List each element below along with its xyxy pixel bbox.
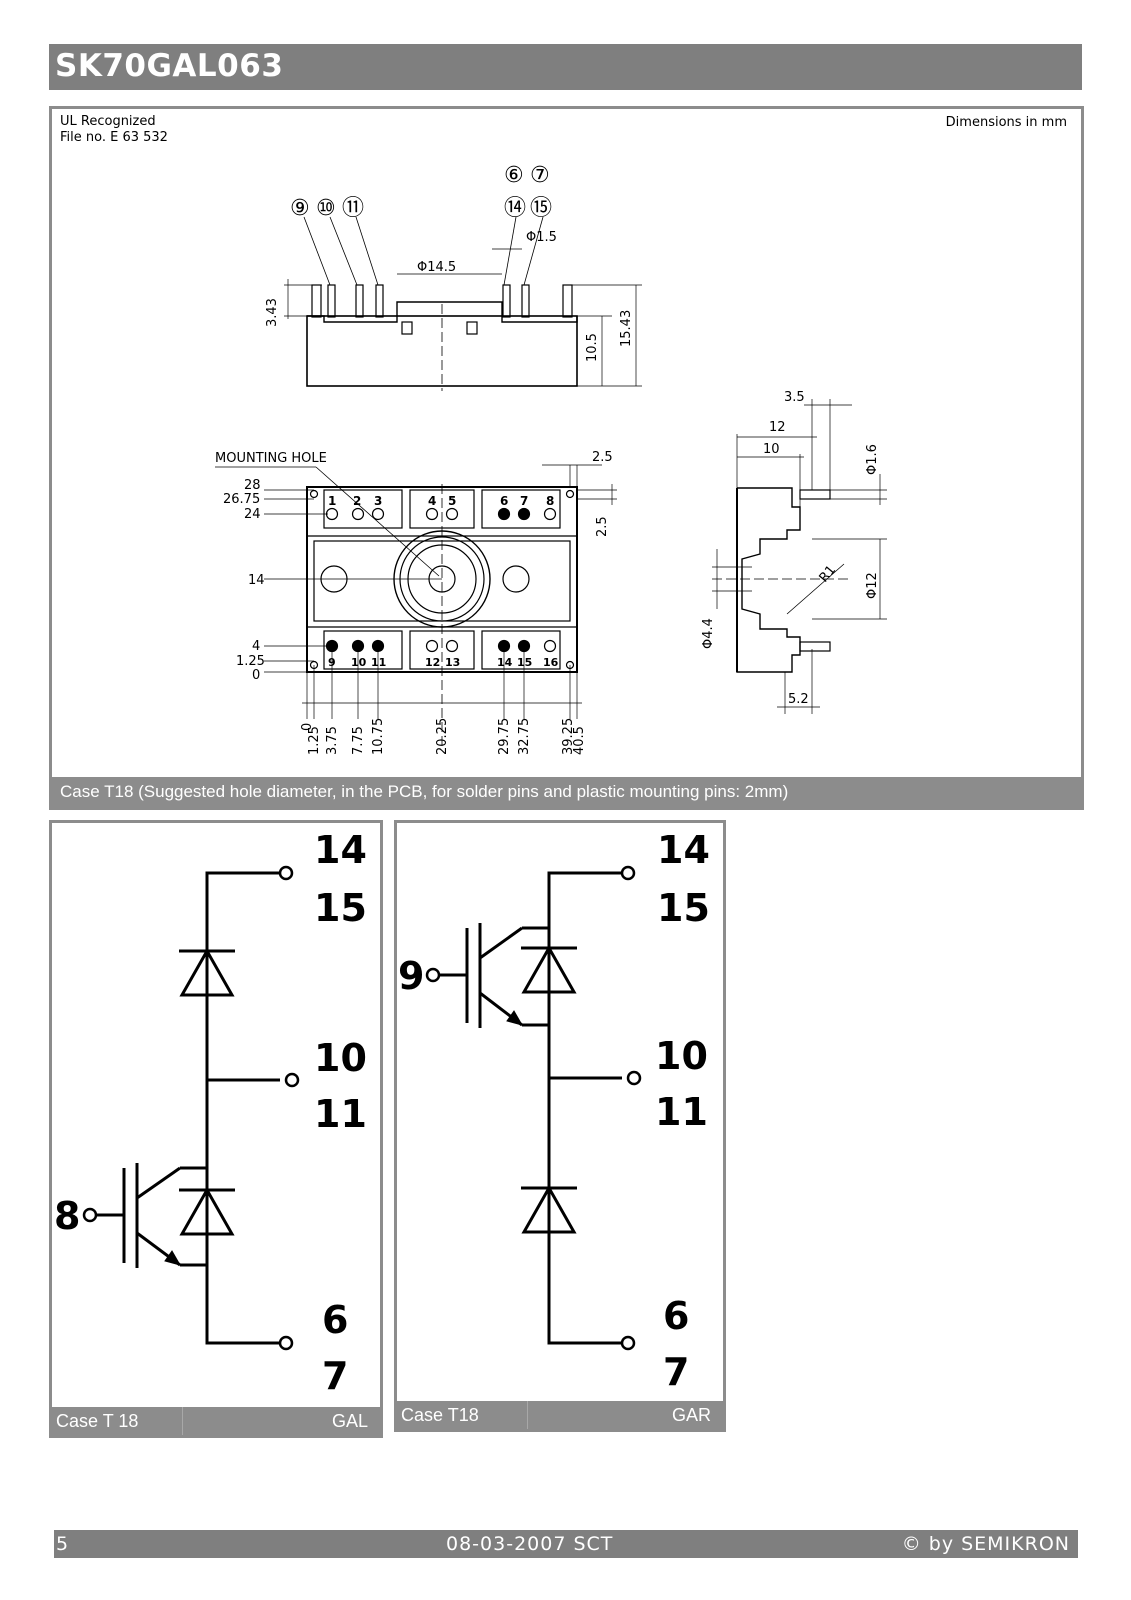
pin-8: 8 [546,494,554,508]
gar-label-7: 7 [663,1350,689,1394]
pin-15: 15 [517,656,532,669]
dim-12: 12 [769,420,786,435]
pin-12: 12 [425,656,440,669]
end-view: 3.5 12 10 Φ1.6 Φ12 R1 Φ4.4 5.2 [701,390,887,714]
gar-label-15: 15 [657,886,710,930]
page-footer: 5 08-03-2007 SCT © by SEMIKRON [54,1530,1078,1558]
schematic-gal-panel: 14 15 10 11 8 6 7 Case T 18 GAL [49,820,383,1438]
pin-16: 16 [543,656,559,669]
dim-phi-4-4: Φ4.4 [701,618,716,649]
gal-label-14: 14 [314,828,367,872]
gal-pin-labels: 14 15 10 11 8 6 7 [54,828,367,1398]
case-drawing-caption: Case T18 (Suggested hole diameter, in th… [52,777,1081,807]
dim-10: 10 [763,442,780,457]
callout-10: ⑩ [316,196,336,221]
gar-label-14: 14 [657,828,710,872]
y-dim-1-25: 1.25 [236,654,265,669]
footer-copyright: © by SEMIKRON [901,1533,1070,1555]
gar-label-9: 9 [398,954,424,998]
y-dim-28: 28 [244,478,261,493]
gal-circuit-diagram [82,865,300,1351]
gar-pin-labels: 14 15 10 11 9 6 7 [398,828,710,1394]
callout-7: ⑦ [530,163,550,188]
callout-6: ⑥ [504,163,524,188]
dim-15-43: 15.43 [619,310,634,347]
dim-phi-1-6: Φ1.6 [865,444,880,475]
page-title: SK70GAL063 [55,48,284,84]
gal-label-6: 6 [322,1298,348,1342]
gal-label-11: 11 [314,1092,367,1136]
dim-2-5-top: 2.5 [592,450,613,465]
gal-caption-case: Case T 18 [56,1411,139,1431]
case-technical-drawing: Φ14.5 Φ1.5 3.43 10.5 15.43 ⑥ ⑦ ⑨ ⑩ ⑪ ⑭ ⑮ [215,163,887,755]
schematic-gar-panel: 14 15 10 11 9 6 7 Case T18 GAR [394,820,726,1432]
pin-14: 14 [497,656,513,669]
callout-14: ⑭ [504,196,526,221]
gar-label-10: 10 [655,1034,708,1078]
pin-5: 5 [448,494,456,508]
gal-caption-type: GAL [331,1411,368,1431]
y-dim-26-75: 26.75 [223,492,260,507]
dim-phi-12: Φ12 [865,572,880,599]
x-dim-40-5: 40.5 [572,726,587,755]
dim-3-43: 3.43 [265,298,280,327]
y-dim-0: 0 [252,668,260,683]
pin-3: 3 [374,494,382,508]
dim-r1: R1 [817,563,840,586]
x-dim-1-25: 1.25 [307,726,322,755]
pin-7: 7 [520,494,528,508]
ul-line-1: UL Recognized [60,114,156,129]
gar-circuit-diagram [425,865,642,1351]
gal-label-10: 10 [314,1036,367,1080]
y-dim-14: 14 [248,573,265,588]
page-number: 5 [56,1533,69,1555]
dim-phi-14-5: Φ14.5 [417,260,456,275]
pin-2: 2 [353,494,361,508]
gar-label-11: 11 [655,1090,708,1134]
callout-11: ⑪ [342,196,364,221]
pin-4: 4 [428,494,436,508]
footer-date: 08-03-2007 SCT [446,1533,614,1555]
y-dim-24: 24 [244,507,261,522]
dim-3-5: 3.5 [784,390,805,405]
ul-line-2: File no. E 63 532 [60,130,168,145]
pin-6: 6 [500,494,508,508]
ul-recognized-note: UL Recognized File no. E 63 532 [60,114,168,146]
gar-caption: Case T18 GAR [397,1401,723,1429]
x-dim-10-75: 10.75 [371,718,386,755]
gal-label-7: 7 [322,1354,348,1398]
x-dim-39-25: 39.25 [561,718,576,755]
pin-10: 10 [351,656,367,669]
pin-13: 13 [445,656,460,669]
x-dim-3-75: 3.75 [325,726,340,755]
dim-phi-1-5: Φ1.5 [526,230,557,245]
dim-2-5-side: 2.5 [595,516,610,537]
pin-9: 9 [328,656,336,669]
dim-5-2: 5.2 [788,692,809,707]
y-dim-4: 4 [252,639,260,654]
x-dim-0: 0 [300,723,315,731]
dim-10-5: 10.5 [585,333,600,362]
x-dim-32-75: 32.75 [517,718,532,755]
callout-9: ⑨ [290,196,310,221]
x-dim-20-25: 20.25 [435,718,450,755]
gal-label-8: 8 [54,1194,80,1238]
side-view: Φ14.5 Φ1.5 3.43 10.5 15.43 ⑥ ⑦ ⑨ ⑩ ⑪ ⑭ ⑮ [265,163,642,391]
mounting-hole-label: MOUNTING HOLE [215,451,327,466]
pin-1: 1 [328,494,336,508]
callout-15: ⑮ [530,196,552,221]
top-view: MOUNTING HOLE 28 26.75 24 14 4 1.25 0 0 … [215,450,617,755]
x-dim-7-75: 7.75 [351,726,366,755]
x-dim-29-75: 29.75 [497,718,512,755]
gal-label-15: 15 [314,886,367,930]
title-bar: SK70GAL063 [49,44,1082,90]
pin-11: 11 [371,656,386,669]
gar-caption-case: Case T18 [401,1405,479,1425]
dimensions-note: Dimensions in mm [945,115,1067,130]
gal-caption: Case T 18 GAL [52,1407,380,1435]
gar-caption-type: GAR [671,1405,711,1425]
case-drawing-panel: UL Recognized File no. E 63 532 Dimensio… [49,106,1084,810]
gar-label-6: 6 [663,1294,689,1338]
